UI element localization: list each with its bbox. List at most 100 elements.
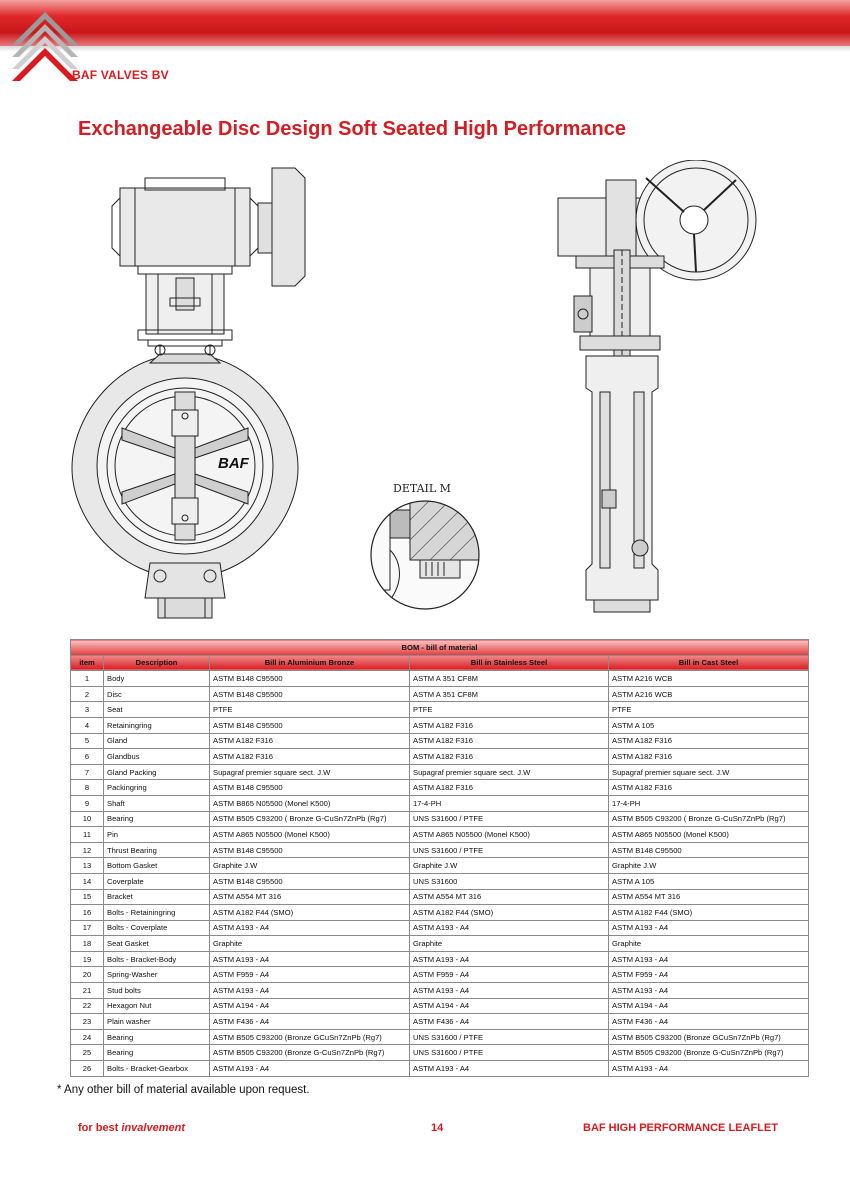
material-cell: ASTM A182 F316 bbox=[409, 732, 609, 750]
description-cell: Bolts - Coverplate bbox=[103, 919, 210, 937]
valve-disc-label: BAF bbox=[218, 455, 249, 472]
item-number-cell: 1 bbox=[70, 670, 104, 687]
description-cell: Stud bolts bbox=[103, 982, 210, 999]
material-cell: Supagraf premier square sect. J.W bbox=[209, 763, 410, 781]
material-cell: ASTM A 351 CF8M bbox=[409, 670, 609, 687]
description-cell: Bottom Gasket bbox=[103, 857, 210, 874]
material-cell: PTFE bbox=[409, 701, 609, 718]
page-number: 14 bbox=[431, 1122, 444, 1134]
description-cell: Bearing bbox=[103, 810, 210, 828]
bom-column-header: Bill in Cast Steel bbox=[607, 654, 810, 672]
material-cell: ASTM F959 - A4 bbox=[607, 966, 810, 984]
material-cell: ASTM A182 F316 bbox=[607, 748, 810, 765]
material-cell: ASTM A194 - A4 bbox=[409, 997, 609, 1015]
item-number-cell: 10 bbox=[70, 810, 104, 828]
material-cell: ASTM B865 N05500 (Monel K500) bbox=[209, 794, 410, 812]
material-cell: ASTM A 351 CF8M bbox=[409, 685, 609, 703]
material-cell: Graphite bbox=[209, 935, 410, 952]
material-cell: UNS S31600 / PTFE bbox=[409, 1044, 609, 1062]
material-cell: UNS S31600 / PTFE bbox=[409, 810, 609, 828]
detail-m-drawing bbox=[370, 500, 480, 610]
material-cell: ASTM A554 MT 316 bbox=[209, 888, 410, 906]
material-cell: ASTM B505 C93200 (Bronze GCuSn7ZnPb (Rg7… bbox=[209, 1028, 410, 1046]
material-cell: Graphite J.W bbox=[607, 857, 810, 874]
material-cell: ASTM A 105 bbox=[607, 716, 810, 734]
description-cell: Plain washer bbox=[103, 1013, 210, 1030]
material-cell: PTFE bbox=[209, 701, 410, 718]
material-cell: ASTM B505 C93200 (Bronze G-CuSn7ZnPb (Rg… bbox=[209, 1044, 410, 1062]
item-number-cell: 19 bbox=[70, 950, 104, 968]
material-cell: ASTM A865 N05500 (Monel K500) bbox=[409, 826, 609, 843]
material-cell: ASTM A182 F44 (SMO) bbox=[607, 904, 810, 921]
item-number-cell: 20 bbox=[70, 966, 104, 984]
material-cell: ASTM B148 C95500 bbox=[209, 779, 410, 796]
material-cell: ASTM A554 MT 316 bbox=[409, 888, 609, 906]
material-cell: ASTM A193 - A4 bbox=[209, 982, 410, 999]
description-cell: Disc bbox=[103, 685, 210, 703]
item-number-cell: 12 bbox=[70, 841, 104, 859]
bom-table-title: BOM - bill of material bbox=[69, 639, 810, 656]
material-cell: ASTM A182 F316 bbox=[607, 732, 810, 750]
description-cell: Bracket bbox=[103, 888, 210, 906]
material-cell: ASTM B148 C95500 bbox=[209, 716, 410, 734]
item-number-cell: 7 bbox=[70, 763, 104, 781]
material-cell: ASTM A193 - A4 bbox=[209, 919, 410, 937]
material-cell: ASTM A865 N05500 (Monel K500) bbox=[209, 826, 410, 843]
material-cell: ASTM A193 - A4 bbox=[209, 950, 410, 968]
material-cell: ASTM A182 F316 bbox=[209, 732, 410, 750]
material-cell: Graphite J.W bbox=[209, 857, 410, 874]
item-number-cell: 6 bbox=[70, 748, 104, 765]
item-number-cell: 26 bbox=[70, 1060, 104, 1077]
material-cell: ASTM A182 F316 bbox=[409, 748, 609, 765]
description-cell: Bearing bbox=[103, 1028, 210, 1046]
item-number-cell: 2 bbox=[70, 685, 104, 703]
baf-chevron-logo-icon bbox=[12, 12, 78, 81]
material-cell: ASTM B505 C93200 ( Bronze G-CuSn7ZnPb (R… bbox=[209, 810, 410, 828]
item-number-cell: 15 bbox=[70, 888, 104, 906]
material-cell: ASTM A193 - A4 bbox=[607, 950, 810, 968]
material-cell: ASTM B505 C93200 (Bronze G-CuSn7ZnPb (Rg… bbox=[607, 1044, 810, 1062]
material-cell: PTFE bbox=[607, 701, 810, 718]
material-cell: ASTM B148 C95500 bbox=[209, 685, 410, 703]
footer-leaflet-title: BAF HIGH PERFORMANCE LEAFLET bbox=[583, 1122, 778, 1134]
description-cell: Coverplate bbox=[103, 872, 210, 890]
material-cell: ASTM A182 F44 (SMO) bbox=[409, 904, 609, 921]
bom-column-header: Bill in Aluminium Bronze bbox=[209, 654, 410, 672]
material-cell: ASTM A193 - A4 bbox=[209, 1060, 410, 1077]
material-cell: Supagraf premier square sect. J.W bbox=[607, 763, 810, 781]
description-cell: Pin bbox=[103, 826, 210, 843]
header-bar bbox=[0, 0, 850, 46]
material-cell: ASTM A182 F316 bbox=[409, 716, 609, 734]
material-cell: ASTM A182 F316 bbox=[607, 779, 810, 796]
material-cell: ASTM A554 MT 316 bbox=[607, 888, 810, 906]
material-cell: ASTM F436 - A4 bbox=[209, 1013, 410, 1030]
material-cell: ASTM A216 WCB bbox=[607, 685, 810, 703]
footer-slogan: for best invalvement bbox=[78, 1122, 185, 1134]
item-number-cell: 21 bbox=[70, 982, 104, 999]
material-cell: ASTM F436 - A4 bbox=[607, 1013, 810, 1030]
material-cell: ASTM A193 - A4 bbox=[409, 950, 609, 968]
description-cell: Bolts - Bracket-Gearbox bbox=[103, 1060, 210, 1077]
material-cell: UNS S31600 bbox=[409, 872, 609, 890]
item-number-cell: 17 bbox=[70, 919, 104, 937]
footer-slogan-emphasis: invalvement bbox=[121, 1122, 185, 1134]
valve-side-section-drawing bbox=[557, 160, 757, 613]
material-cell: ASTM B148 C95500 bbox=[209, 841, 410, 859]
item-number-cell: 5 bbox=[70, 732, 104, 750]
item-number-cell: 3 bbox=[70, 701, 104, 718]
